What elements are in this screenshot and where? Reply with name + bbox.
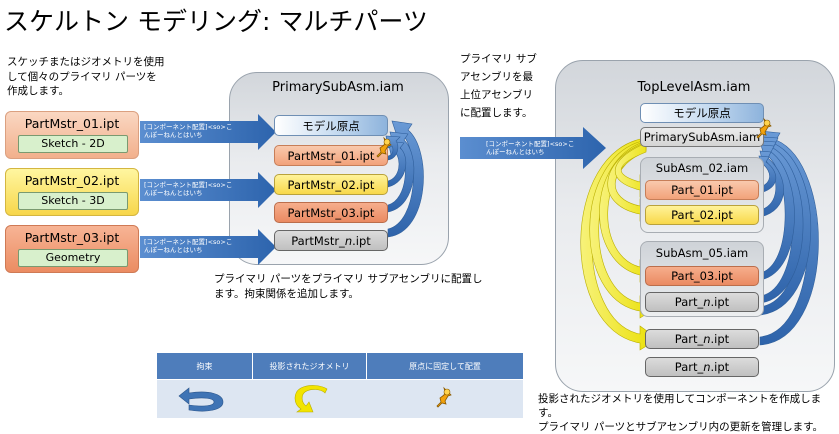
note-line: 投影されたジオメトリを使用してコンポーネントを作成します。: [538, 393, 822, 419]
part-name: PartMstr_03.ipt: [24, 230, 120, 245]
item-suffix: .ipt: [710, 360, 730, 374]
primary-item-partmstr-n[interactable]: PartMstr_n.ipt: [274, 230, 388, 251]
top-level-asm-title: TopLevelAsm.iam: [637, 80, 751, 95]
place-component-label-1: [コンポーネント配置]<so>こ んぽーねんとはいち: [144, 123, 232, 139]
subasm-02-title: SubAsm_02.iam: [655, 161, 749, 175]
item-var: n: [703, 332, 711, 346]
note-line: プライマリ パーツとサブアセンブリ内の更新を管理します。: [538, 421, 824, 433]
legend-cell-constraint: [157, 380, 254, 418]
item-prefix: Part_: [674, 360, 704, 374]
note-line: して個々のプライマリ パーツを: [7, 70, 157, 83]
note-create-primary-parts: スケッチまたはジオメトリを使用 して個々のプライマリ パーツを 作成します。: [7, 55, 165, 99]
arrow-text-line: んぽーねんとはいち: [486, 148, 545, 156]
item-suffix: .ipt: [710, 332, 730, 346]
item-suffix: .ipt: [352, 233, 371, 248]
note-line: 上位アセンブリ: [460, 89, 533, 101]
note-line: スケッチまたはジオメトリを使用: [7, 56, 165, 68]
note-line: ます。拘束関係を追加します。: [214, 287, 359, 300]
yellow-curved-arrow-icon: [294, 385, 328, 413]
primary-subasm-title: PrimarySubAsm.iam: [272, 80, 404, 95]
item-suffix: .ipt: [710, 295, 730, 309]
note-place-primary-subasm: プライマリ サブ アセンブリを最 上位アセンブリ に配置します。: [460, 50, 537, 122]
primary-model-origin[interactable]: モデル原点: [274, 115, 388, 136]
legend-table: 拘束 投影されたジオメトリ 原点に固定して配置: [157, 353, 523, 418]
item-prefix: Part_: [674, 332, 704, 346]
place-component-arrow-1: [140, 114, 276, 150]
item-var: n: [703, 360, 711, 374]
part-card-partmstr-02[interactable]: PartMstr_02.ipt Sketch - 3D: [5, 168, 139, 216]
primary-item-partmstr-02[interactable]: PartMstr_02.ipt: [274, 174, 388, 195]
note-line: プライマリ パーツをプライマリ サブアセンブリに配置し: [214, 273, 483, 285]
primary-item-partmstr-01[interactable]: PartMstr_01.ipt: [274, 145, 388, 166]
part-name: PartMstr_01.ipt: [24, 116, 120, 131]
legend-header-grounded: 原点に固定して配置: [367, 353, 523, 379]
pushpin-icon: [756, 117, 772, 139]
item-var: n: [703, 295, 711, 309]
place-component-arrow-2: [140, 172, 276, 208]
note-line: に配置します。: [460, 107, 533, 119]
note-line: アセンブリを最: [460, 71, 533, 83]
legend-cell-projected: [253, 380, 368, 418]
arrow-text-line: んぽーねんとはいち: [144, 189, 203, 197]
top-constraint-arrows: [758, 130, 819, 346]
note-projected-geometry: 投影されたジオメトリを使用してコンポーネントを作成します。 プライマリ パーツと…: [538, 392, 839, 434]
note-place-primary-parts: プライマリ パーツをプライマリ サブアセンブリに配置し ます。拘束関係を追加しま…: [214, 272, 482, 301]
subasm-05-title: SubAsm_05.iam: [655, 246, 749, 260]
part-sub-geometry: Geometry: [18, 249, 128, 267]
page-title: スケルトン モデリング: マルチパーツ: [4, 7, 428, 36]
arrow-text-line: [コンポーネント配置]<so>こ: [144, 123, 233, 131]
place-subasm-arrow: [460, 127, 606, 169]
part-sub-sketch-2d: Sketch - 2D: [18, 135, 128, 153]
subasm-02-part-01[interactable]: Part_01.ipt: [645, 180, 759, 200]
item-var: n: [344, 233, 353, 248]
top-part-n-2[interactable]: Part_n.ipt: [645, 357, 759, 377]
part-sub-sketch-3d: Sketch - 3D: [18, 192, 128, 210]
note-line: プライマリ サブ: [460, 53, 537, 65]
place-component-arrow-3: [140, 229, 276, 265]
arrow-text-line: んぽーねんとはいち: [144, 131, 203, 139]
top-model-origin[interactable]: モデル原点: [640, 103, 764, 123]
legend-cell-grounded: [367, 380, 523, 418]
arrow-text-line: [コンポーネント配置]<so>こ: [486, 140, 575, 148]
item-prefix: Part_: [674, 295, 704, 309]
place-component-label-2: [コンポーネント配置]<so>こ んぽーねんとはいち: [144, 181, 232, 197]
arrow-text-line: んぽーねんとはいち: [144, 246, 203, 254]
part-name: PartMstr_02.ipt: [24, 173, 120, 188]
place-component-label-3: [コンポーネント配置]<so>こ んぽーねんとはいち: [144, 238, 232, 254]
part-card-partmstr-01[interactable]: PartMstr_01.ipt Sketch - 2D: [5, 111, 139, 159]
top-primary-subasm-ref[interactable]: PrimarySubAsm.iam: [640, 127, 764, 147]
diagram-arrows: [140, 114, 819, 351]
subasm-02-part-02[interactable]: Part_02.ipt: [645, 205, 759, 225]
pushpin-icon: [436, 386, 452, 408]
blue-curved-arrow-icon: [178, 387, 224, 412]
pushpin-icon: [376, 136, 392, 158]
top-part-n-1[interactable]: Part_n.ipt: [645, 329, 759, 349]
arrow-text-line: [コンポーネント配置]<so>こ: [144, 238, 233, 246]
legend-header-constraint: 拘束: [157, 353, 253, 379]
subasm-05-part-n[interactable]: Part_n.ipt: [645, 292, 759, 312]
note-line: 作成します。: [7, 85, 69, 97]
primary-item-partmstr-03[interactable]: PartMstr_03.ipt: [274, 202, 388, 223]
part-card-partmstr-03[interactable]: PartMstr_03.ipt Geometry: [5, 225, 139, 273]
arrow-text-line: [コンポーネント配置]<so>こ: [144, 181, 233, 189]
subasm-05-part-03[interactable]: Part_03.ipt: [645, 266, 759, 286]
place-subasm-label: [コンポーネント配置]<so>こ んぽーねんとはいち: [486, 140, 574, 156]
item-prefix: PartMstr_: [291, 233, 345, 248]
legend-header-projected: 投影されたジオメトリ: [253, 353, 367, 379]
